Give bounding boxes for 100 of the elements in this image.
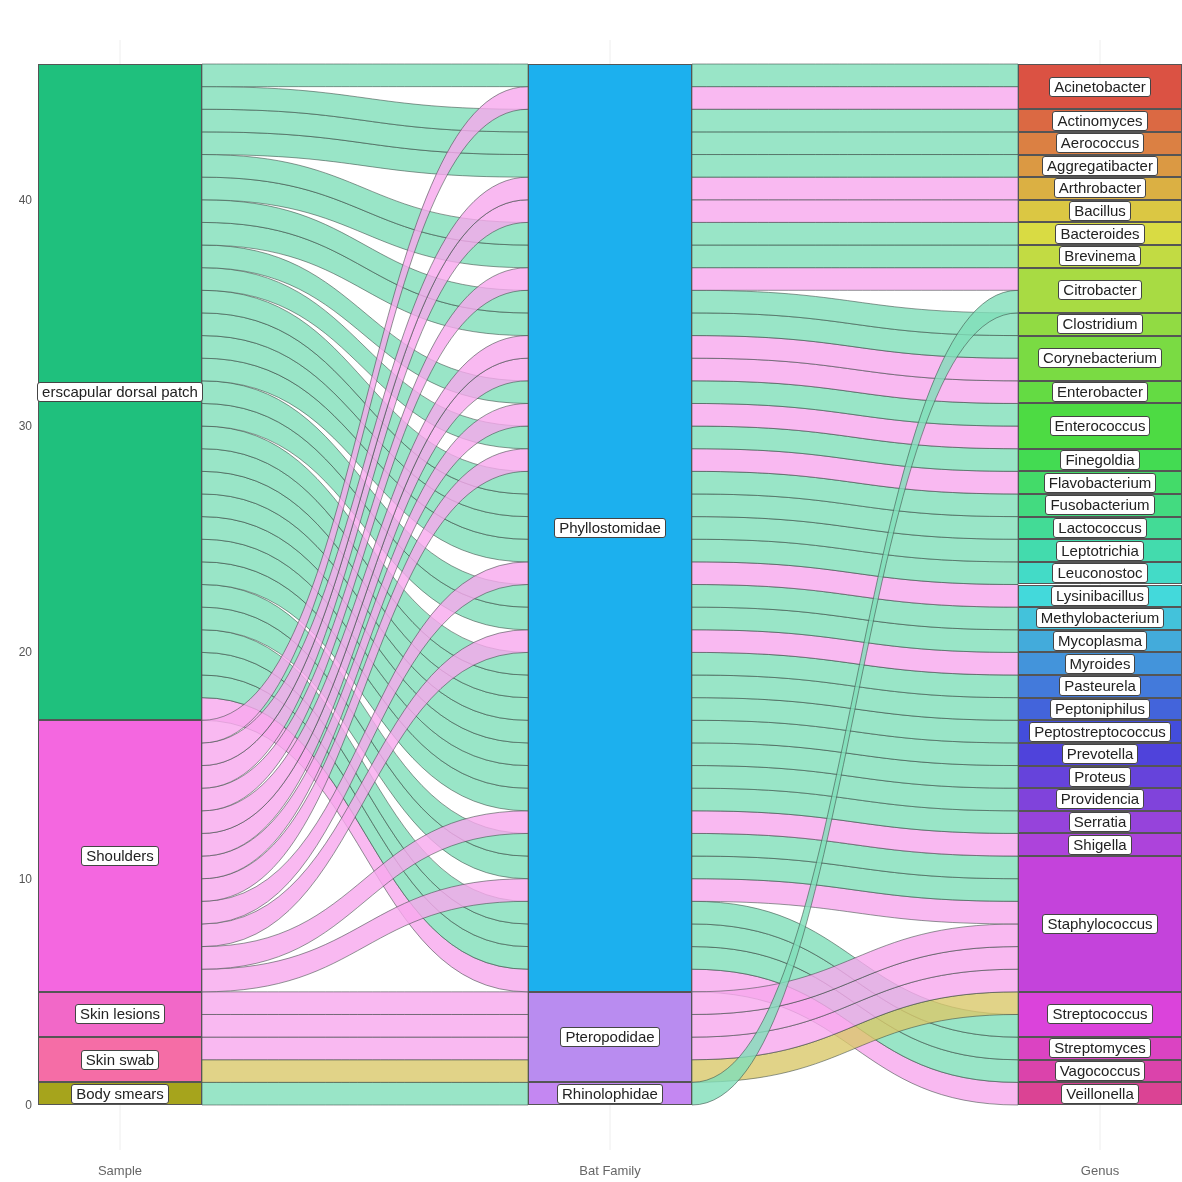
axis-title: Sample [96,1163,144,1179]
stratum-bar [1018,652,1182,675]
stratum-label: Myroides [1064,653,1136,674]
flow-ribbon [691,403,1019,450]
tick-label: 0 [24,1098,32,1112]
stratum-bar [1018,1037,1182,1060]
stratum-label: Staphylococcus [1042,913,1158,934]
flow-ribbon [691,312,1019,359]
stratum-label: Body smears [71,1083,169,1104]
stratum-bar [1018,675,1182,698]
flow-ribbon [201,810,529,970]
stratum-bar [1018,697,1182,721]
flow-ribbon [691,493,1019,540]
flow-ribbon [691,833,1019,880]
flow-ribbon [201,86,529,133]
stratum-label: Brevinema [1059,246,1141,267]
flow-ribbon [691,63,1019,88]
stratum-label: Lysinibacillus [1051,585,1149,606]
stratum-label: Proteus [1069,766,1131,787]
stratum-bar [1018,493,1182,517]
stratum-label: Bacteroides [1055,223,1145,244]
flow-ribbon [691,742,1019,789]
stratum-bar [528,1082,692,1105]
tick-label: 40 [17,192,32,207]
flow-ribbon [691,448,1019,495]
flow-ribbon [691,199,1019,223]
stratum-bar [38,64,202,721]
stratum-bar [1018,335,1182,381]
stratum-label: Bacillus [1069,201,1131,222]
flow-ribbon [691,810,1019,857]
flow-ribbon [201,108,529,155]
stratum-label: Lactococcus [1053,517,1147,538]
flow-ribbon [691,697,1019,744]
stratum-bar [38,1037,202,1083]
flow-ribbon [691,108,1019,133]
flow-ribbon [691,470,1019,517]
stratum-bar [1018,607,1182,630]
tick-label: 10 [17,871,32,886]
stratum-bar [1018,154,1182,178]
flow-ribbon [691,561,1019,608]
stratum-bar [1018,471,1182,494]
flow-ribbon [691,538,1019,585]
stratum-bar [1018,245,1182,268]
stratum-label: Methylobacterium [1035,608,1165,629]
flow-ribbon [201,131,529,178]
stratum-bar [1018,222,1182,246]
flow-ribbon [691,946,1019,1038]
stratum-label: Leuconostoc [1052,563,1148,584]
stratum-label: Providencia [1055,789,1145,810]
stratum-bar [528,991,692,1083]
flow-ribbon [691,289,1019,1106]
flow-ribbon [201,1036,529,1061]
stratum-bar [38,720,202,992]
axis-title: Bat Family [578,1163,642,1179]
flow-ribbon [691,923,1019,1015]
flow-ribbon [691,335,1019,382]
flow-ribbon [691,652,1019,699]
stratum-label: Flavobacterium [1043,472,1157,493]
stratum-label: Leptotrichia [1056,540,1144,561]
stratum-label: Finegoldia [1060,450,1140,470]
stratum-label: Enterococcus [1049,416,1151,437]
stratum-bar [1018,833,1182,857]
stratum-label: Skin lesions [74,1004,165,1025]
stratum-label: Rhinolophidae [557,1083,663,1104]
stratum-bar [1018,991,1182,1038]
flow-ribbon [691,176,1019,201]
flow-ribbon [691,878,1019,925]
flow-ribbon [691,674,1019,721]
flow-ribbon [201,1059,529,1083]
stratum-bar [1018,742,1182,766]
stratum-bar [1018,267,1182,313]
stratum-label: Pasteurela [1059,676,1141,697]
stratum-label: Fusobacterium [1045,495,1155,516]
stratum-label: Serratia [1068,812,1132,833]
stratum-label: Pteropodidae [560,1027,660,1048]
flow-ribbon [691,719,1019,766]
stratum-label: Peptostreptococcus [1029,721,1171,742]
stratum-label: Aggregatibacter [1042,155,1158,176]
flow-ribbon [691,516,1019,563]
stratum-label: Acinetobacter [1049,76,1151,97]
stratum-bar [1018,539,1182,562]
flow-ribbon [691,357,1019,404]
stratum-bar [1018,810,1182,834]
stratum-label: Corynebacterium [1037,348,1163,369]
stratum-label: Skin swab [80,1049,160,1070]
stratum-bar [1018,109,1182,132]
stratum-label: Arthrobacter [1053,178,1147,199]
flow-ribbon [201,878,529,993]
stratum-bar [1018,199,1182,223]
flow-ribbon [691,425,1019,472]
flow-ribbon [201,86,529,744]
stratum-bar [1018,720,1182,743]
stratum-label: Veillonella [1061,1083,1139,1104]
stratum-label: Vagococcus [1054,1061,1146,1082]
flow-ribbon [691,267,1019,291]
stratum-bar [1018,403,1182,449]
stratum-label: Shigella [1068,834,1132,855]
stratum-bar [1018,64,1182,110]
stratum-label: erscapular dorsal patch [37,382,203,403]
stratum-bar [1018,380,1182,404]
